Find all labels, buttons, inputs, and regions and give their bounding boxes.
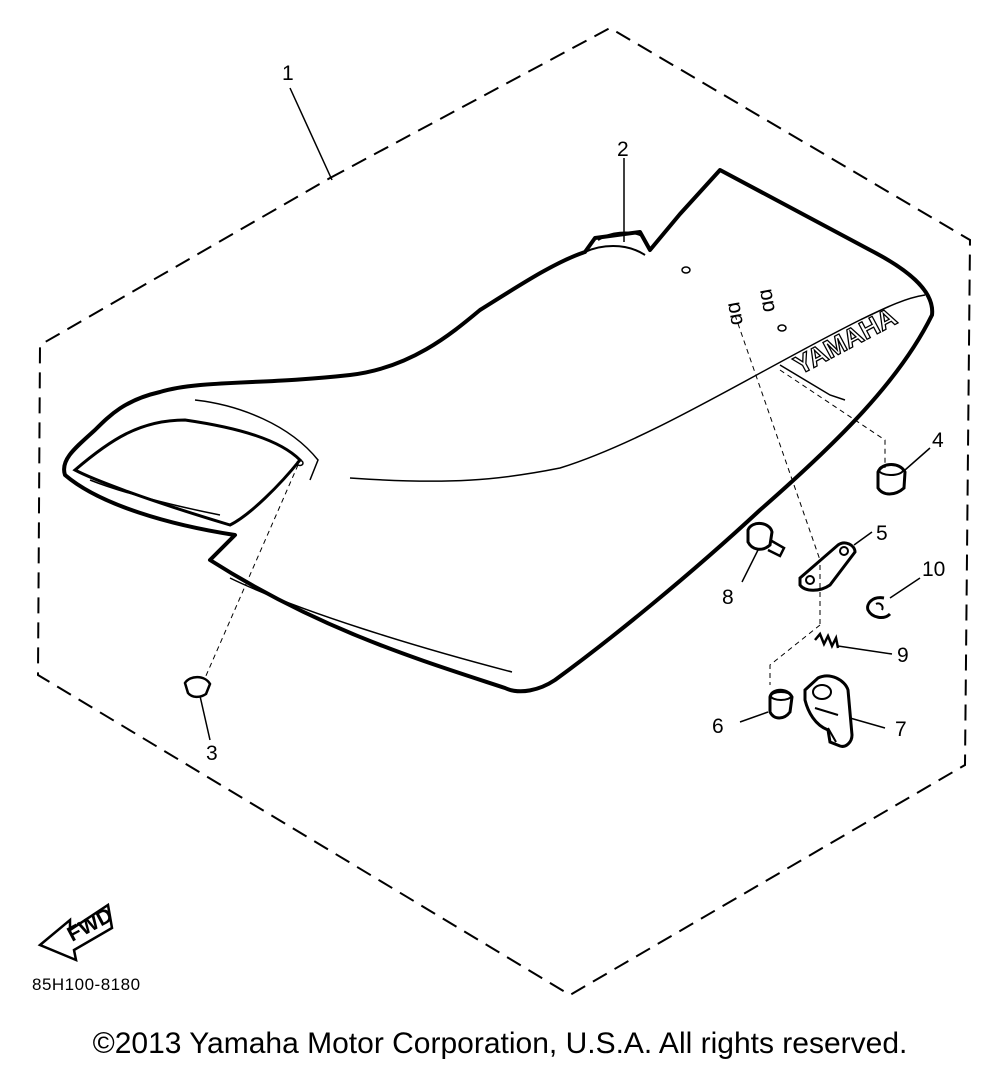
mount-hole bbox=[777, 324, 787, 332]
seat-cutout-rim bbox=[194, 399, 319, 481]
part-6-bush bbox=[739, 688, 794, 723]
leader-line bbox=[289, 87, 333, 181]
forward-arrow-icon: FWD bbox=[37, 902, 117, 963]
part-7-seat-lock bbox=[803, 674, 886, 748]
drawing-code: 85H100-8180 bbox=[32, 975, 141, 994]
callout-6: 6 bbox=[712, 715, 724, 738]
part-9-spring bbox=[814, 631, 893, 655]
assembly-boundary bbox=[36, 26, 972, 997]
callout-1: 1 bbox=[282, 62, 294, 85]
callout-9: 9 bbox=[897, 644, 909, 667]
leader-line bbox=[734, 314, 821, 561]
leader-line bbox=[779, 369, 886, 468]
seat-assembly: ɒɒ ɒɒ YAMAHA bbox=[62, 168, 935, 694]
callout-7: 7 bbox=[895, 718, 907, 741]
callout-10: 10 bbox=[922, 558, 945, 581]
callout-2: 2 bbox=[617, 138, 629, 161]
part-4-damper bbox=[876, 447, 931, 496]
yamaha-logo: YAMAHA bbox=[789, 301, 902, 380]
seat-strap bbox=[584, 231, 646, 256]
part-8-bolt bbox=[741, 522, 786, 583]
seat-cutout-inner bbox=[89, 479, 221, 516]
mount-hole bbox=[681, 266, 691, 274]
callout-3: 3 bbox=[206, 742, 218, 765]
seat-edge-line bbox=[229, 577, 513, 673]
mount-hole-mark: ɒɒ bbox=[723, 300, 750, 327]
logo-panel bbox=[779, 364, 846, 401]
part-10-circlip bbox=[866, 577, 921, 619]
part-5-lock-plate bbox=[798, 531, 873, 592]
callout-5: 5 bbox=[876, 522, 888, 545]
seat-contour bbox=[349, 294, 926, 482]
exploded-parts-diagram: ɒɒ ɒɒ YAMAHA bbox=[36, 26, 972, 997]
callout-8: 8 bbox=[722, 586, 734, 609]
leader-line bbox=[204, 464, 299, 679]
mount-hole bbox=[296, 459, 304, 467]
mount-hole-mark: ɒɒ bbox=[755, 287, 782, 314]
copyright-notice: ©2013 Yamaha Motor Corporation, U.S.A. A… bbox=[92, 1027, 908, 1060]
leader-line bbox=[769, 624, 821, 685]
seat-cutout bbox=[72, 418, 303, 527]
callout-4: 4 bbox=[932, 429, 944, 452]
part-3-grommet bbox=[183, 675, 212, 741]
seat-outline bbox=[62, 168, 935, 694]
